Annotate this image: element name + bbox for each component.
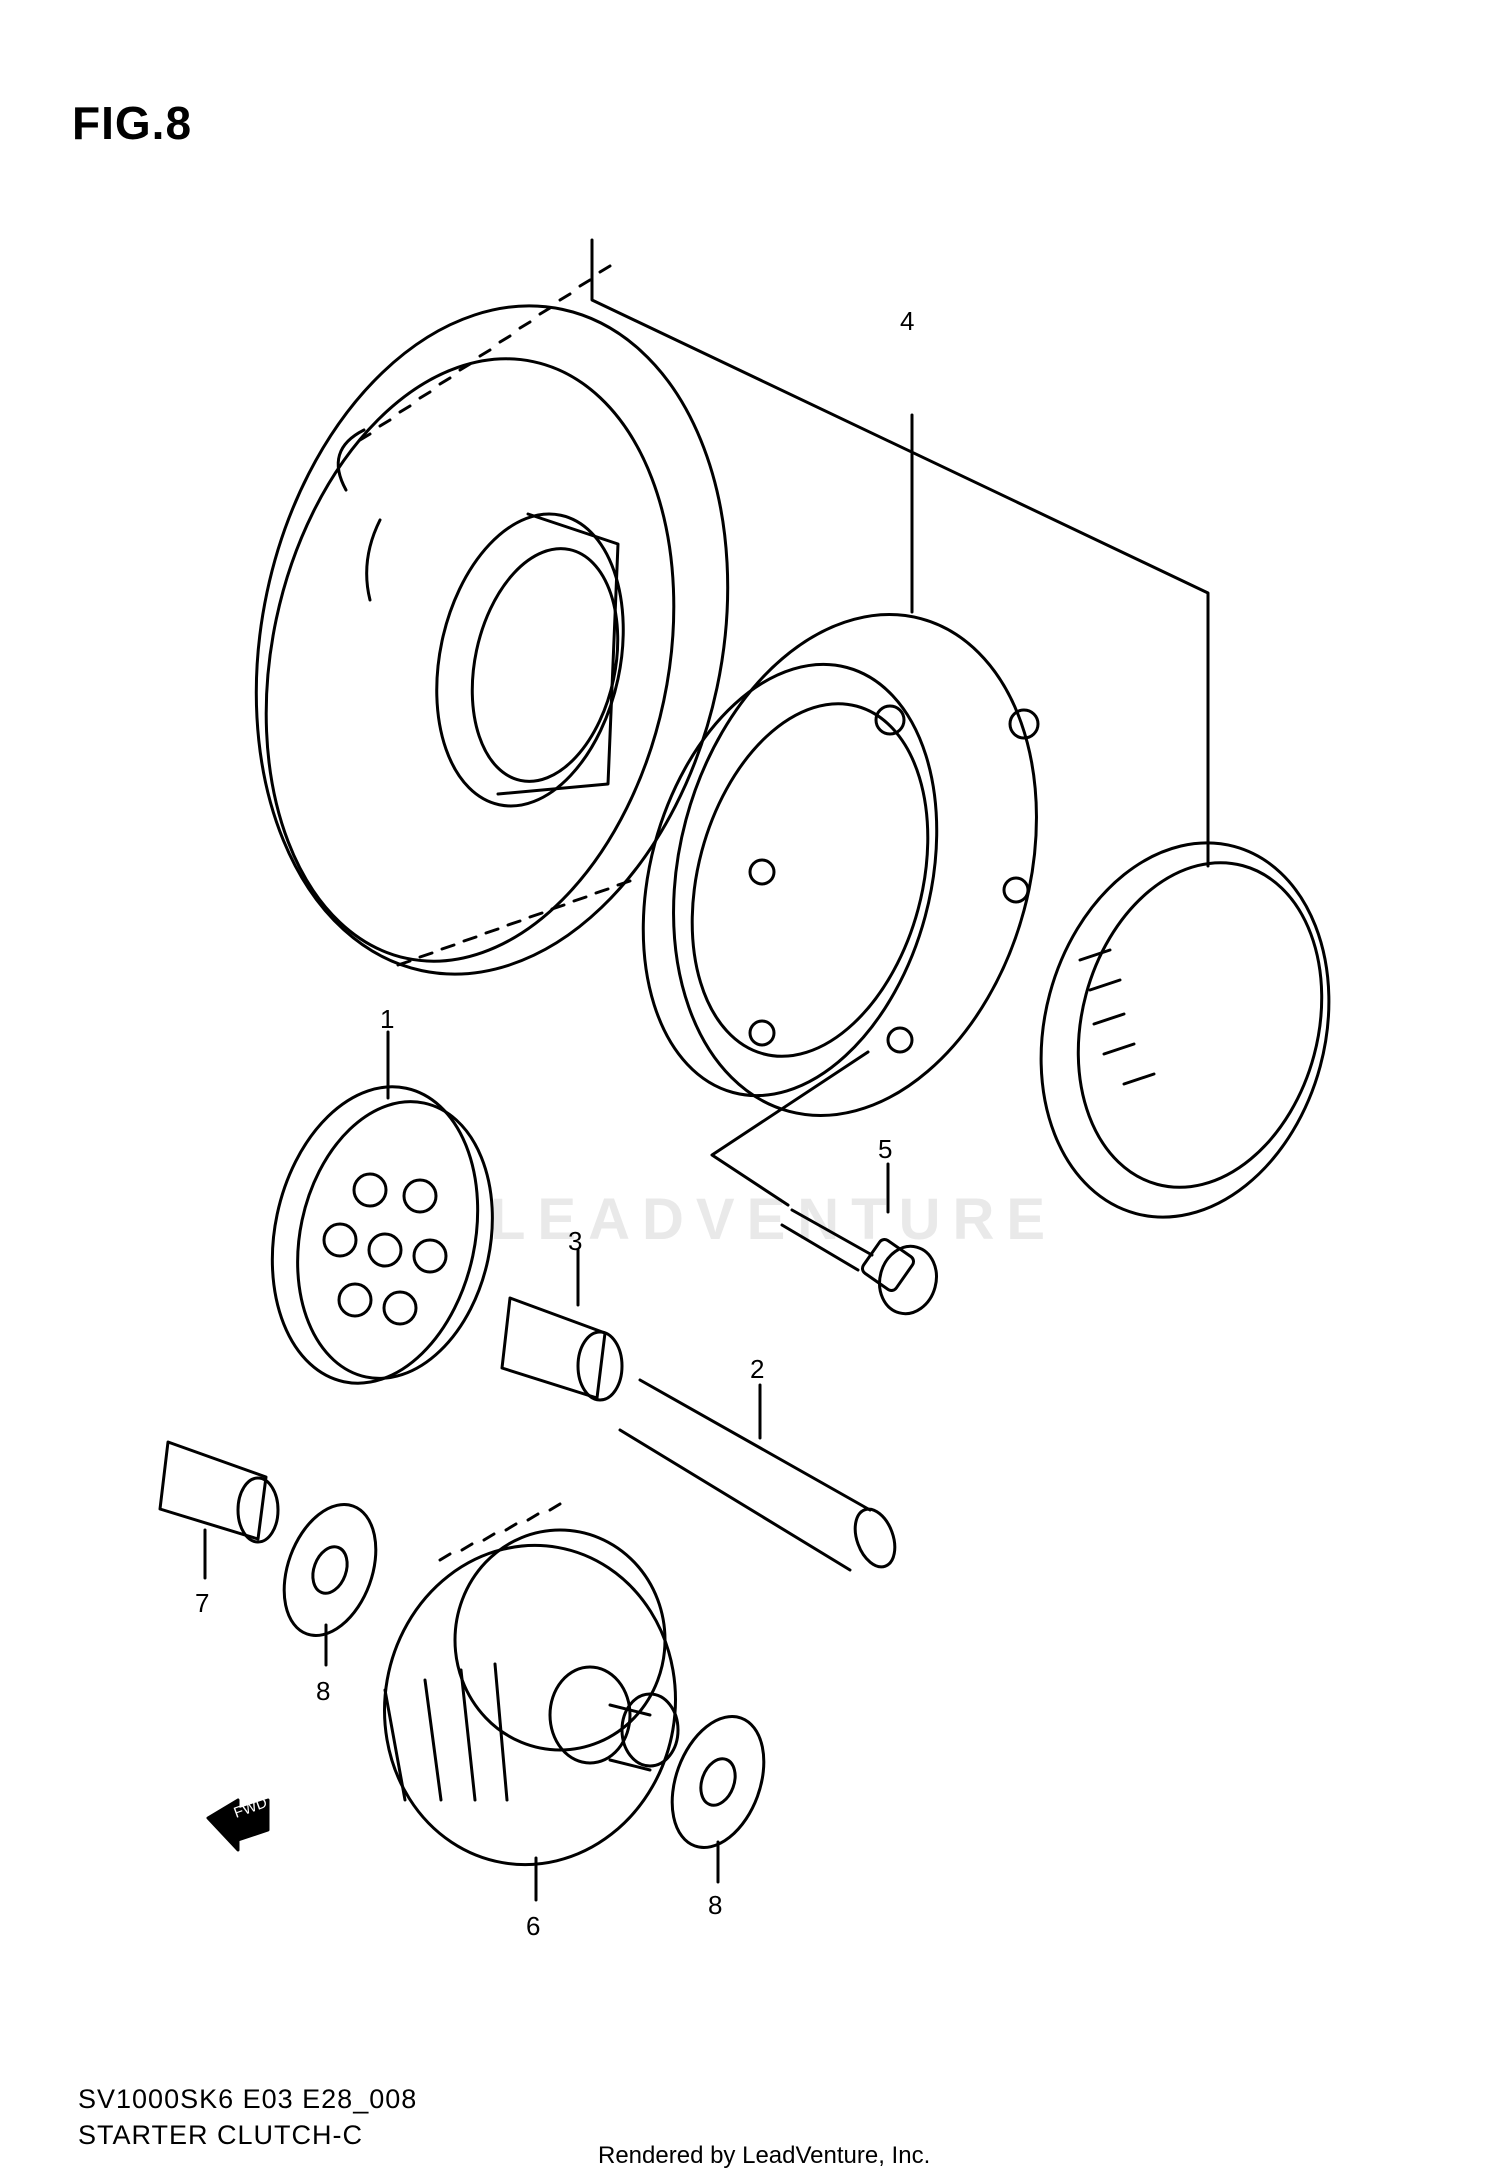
- fwd-arrow-icon: FWD: [206, 1794, 270, 1852]
- part-3-bush: 3: [500, 1226, 624, 1402]
- assembly-name: STARTER CLUTCH-C: [78, 2120, 364, 2150]
- callout-1: 1: [380, 1004, 394, 1034]
- callout-8-left: 8: [316, 1676, 330, 1706]
- part-8-washer-left: 8: [282, 1503, 378, 1706]
- callout-3: 3: [568, 1226, 582, 1256]
- part-6-torque-limiter: 6: [383, 1502, 680, 1941]
- part-2-shaft: 2: [618, 1354, 897, 1572]
- callout-4: 4: [900, 306, 914, 336]
- callout-7: 7: [195, 1588, 209, 1618]
- starter-driven-gear: [254, 264, 730, 976]
- part-5-bolt: 5: [710, 1050, 938, 1316]
- leadventure-watermark: LEADVENTURE: [490, 1187, 1058, 1252]
- callout-8-right: 8: [708, 1890, 722, 1920]
- callout-2: 2: [750, 1354, 764, 1384]
- part-8-washer-right: 8: [670, 1715, 766, 1920]
- starter-clutch-housing: [641, 613, 1040, 1117]
- part-7-bush: 7: [158, 1440, 280, 1618]
- part-1-idle-gear: 1: [270, 1004, 494, 1385]
- rendered-by-credit: Rendered by LeadVenture, Inc.: [598, 2142, 931, 2169]
- one-way-clutch: [1039, 841, 1331, 1219]
- part-4-leader-bracket: 4: [590, 238, 1210, 868]
- model-code: SV1000SK6 E03 E28_008: [78, 2084, 418, 2114]
- callout-6: 6: [526, 1911, 540, 1941]
- figure-title: FIG.8: [72, 97, 193, 149]
- callout-5: 5: [878, 1134, 892, 1164]
